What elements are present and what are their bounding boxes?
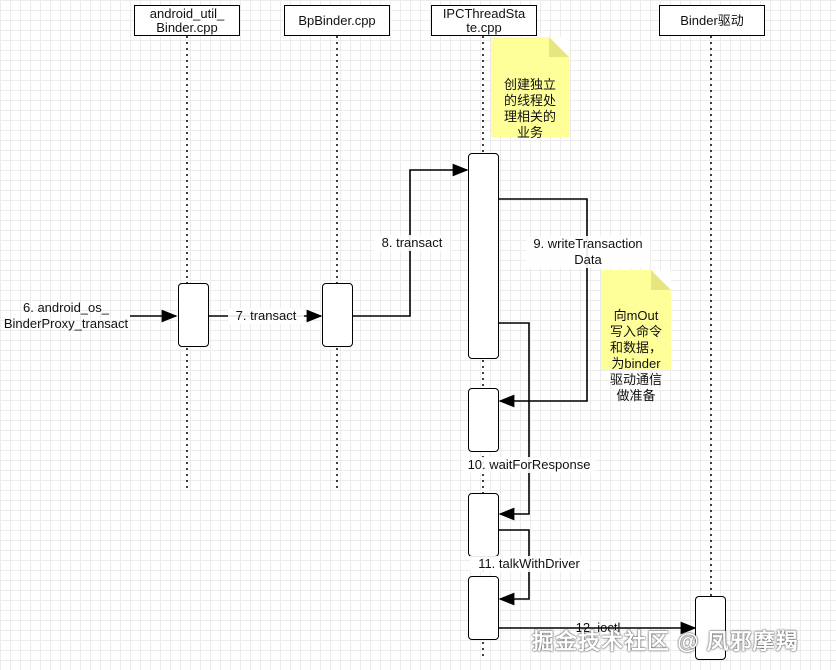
message-6-label: 6. android_os_ BinderProxy_transact — [3, 300, 129, 331]
message-12-label: 12. ioctl — [575, 620, 621, 635]
activation-util — [178, 283, 209, 347]
message-8-label: 8. transact — [374, 235, 450, 251]
message-11-label: 11. talkWithDriver — [470, 556, 588, 572]
activation-drv — [695, 596, 726, 660]
message-10-label: 10. waitForResponse — [463, 457, 595, 473]
message-9-label: 9. writeTransaction Data — [526, 236, 650, 268]
activation-ipc-wait — [468, 493, 499, 557]
note-ipc-thread: 创建独立 的线程处 理相关的 业务 — [491, 37, 569, 140]
note-ipc-thread-text: 创建独立 的线程处 理相关的 业务 — [503, 77, 556, 140]
watermark: 掘金技术社区 @ 凤邪摩羯 — [532, 629, 799, 654]
lifeline-head-ipc: IPCThreadSta te.cpp — [431, 5, 537, 36]
lifeline-head-bp: BpBinder.cpp — [284, 5, 390, 36]
lifeline-head-drv: Binder驱动 — [659, 5, 765, 36]
activation-bp — [322, 283, 353, 347]
note-write-transaction: 向mOut 写入命令 和数据， 为binder 驱动通信 做准备 — [601, 270, 671, 403]
activation-ipc-talk — [468, 576, 499, 640]
message-7-label: 7. transact — [228, 308, 304, 324]
lifeline-head-util: android_util_ Binder.cpp — [134, 5, 240, 36]
activation-ipc-write — [468, 388, 499, 452]
arrow-10 — [498, 322, 530, 521]
note-fold — [651, 270, 671, 290]
note-write-transaction-text: 向mOut 写入命令 和数据， 为binder 驱动通信 做准备 — [609, 308, 662, 403]
arrow-9 — [498, 198, 588, 408]
note-fold — [549, 37, 569, 57]
activation-ipc-main — [468, 153, 499, 359]
